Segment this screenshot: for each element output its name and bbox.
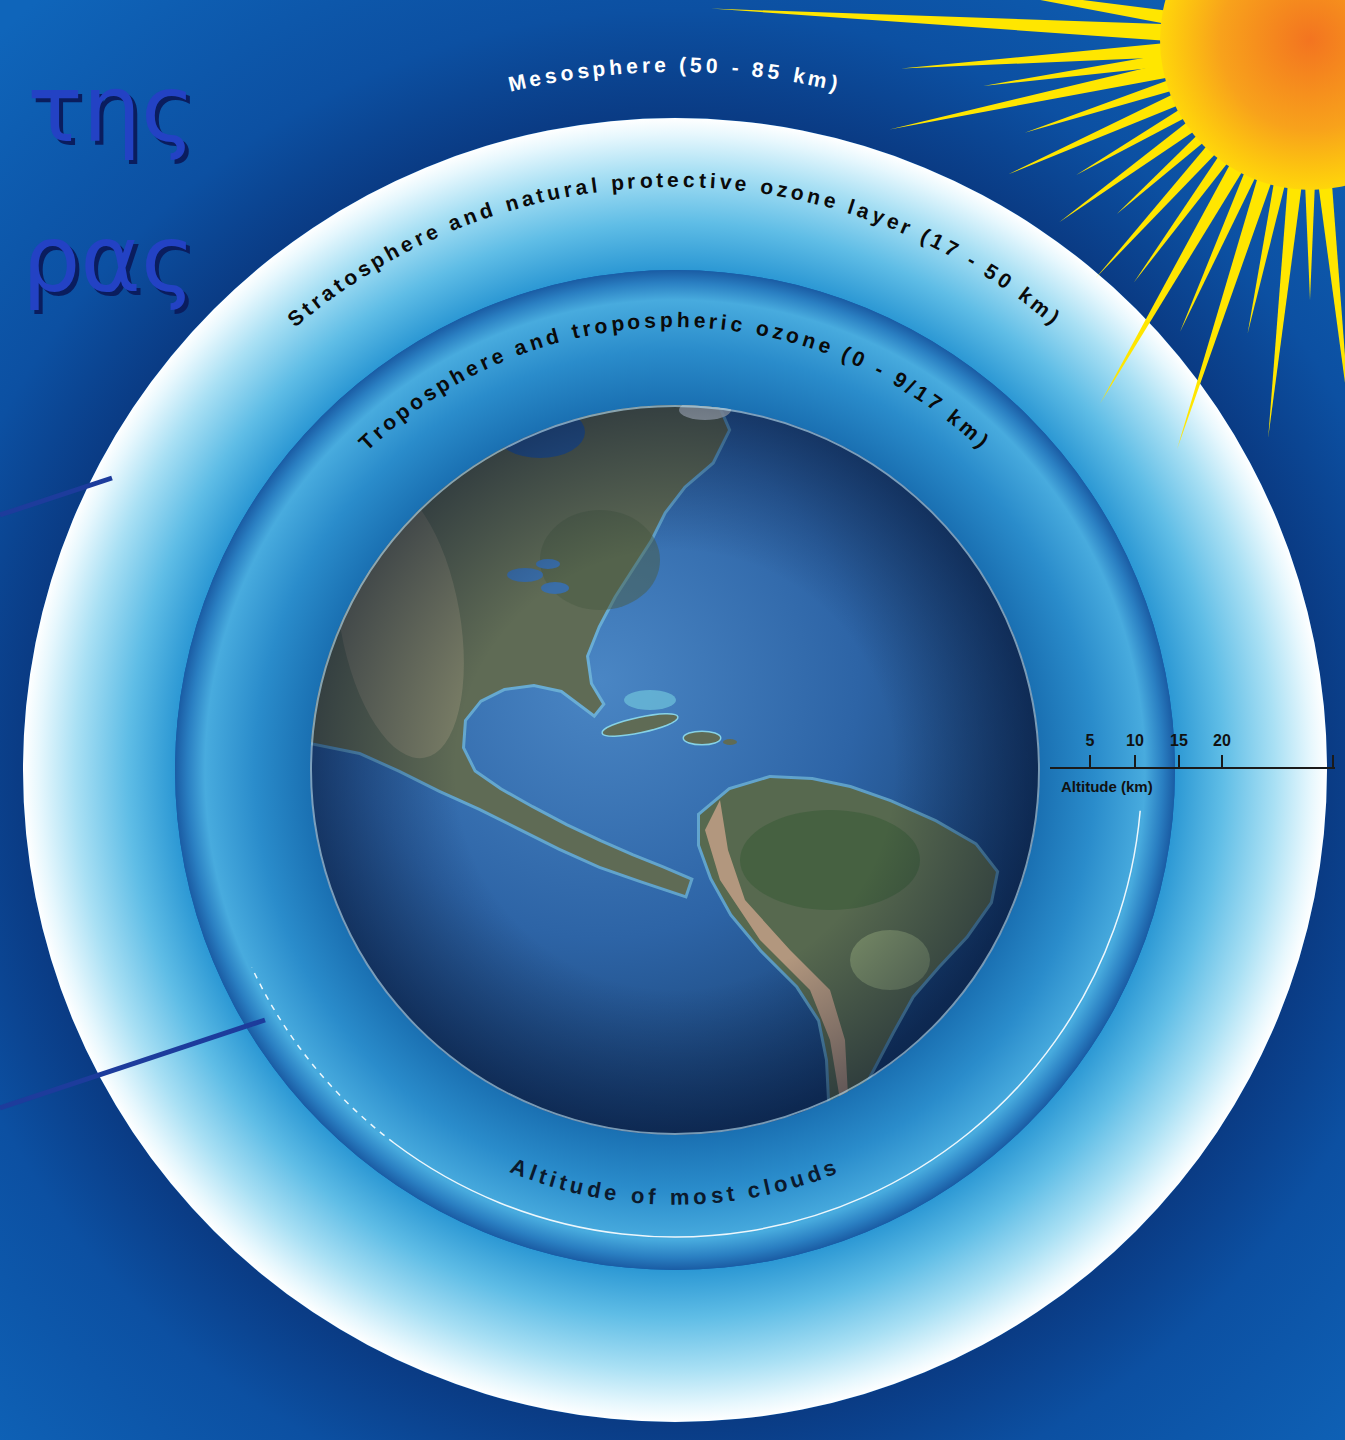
leader-line bbox=[0, 478, 112, 515]
scale-caption: Altitude (km) bbox=[1061, 778, 1153, 796]
scale-number: 10 bbox=[1126, 731, 1144, 750]
cloud-line-dashed bbox=[252, 967, 394, 1143]
glyph: o bbox=[639, 168, 657, 194]
glyph: e bbox=[667, 167, 683, 192]
band-label: Troposphere and tropospheric ozone (0 - … bbox=[329, 307, 1022, 459]
glyph: s bbox=[644, 308, 661, 334]
glyph: h bbox=[608, 54, 627, 80]
troposphere-band: Troposphere and tropospheric ozone (0 - … bbox=[175, 270, 1175, 1270]
glyph: f bbox=[648, 1184, 661, 1211]
glyph: v bbox=[718, 169, 736, 195]
glyph: h bbox=[676, 307, 693, 333]
glyph: p bbox=[609, 310, 629, 337]
glyph: - bbox=[730, 55, 743, 81]
glyph: o bbox=[692, 1183, 711, 1210]
ocean bbox=[310, 405, 1040, 1135]
glyph: e bbox=[654, 52, 670, 77]
title: της ρας bbox=[22, 35, 195, 335]
glyph: c bbox=[729, 311, 748, 338]
scale-tick bbox=[1178, 755, 1180, 768]
glyph: 5 bbox=[766, 59, 785, 86]
glyph: r bbox=[627, 168, 641, 194]
leader-line bbox=[0, 1020, 265, 1108]
glyph: e bbox=[693, 308, 710, 334]
scale-number: 5 bbox=[1086, 731, 1095, 750]
earth bbox=[290, 400, 1040, 1135]
glyph: m bbox=[669, 1185, 693, 1212]
glyph: - bbox=[871, 356, 892, 383]
scale-tick bbox=[1134, 755, 1136, 768]
scale-tick bbox=[1332, 755, 1334, 768]
stratosphere-band: Stratosphere and natural protective ozon… bbox=[23, 118, 1327, 1422]
glyph: t bbox=[725, 1180, 740, 1208]
glyph: e bbox=[734, 171, 752, 198]
glyph: p bbox=[660, 307, 677, 332]
altitude-scale bbox=[1050, 755, 1335, 768]
glyph: r bbox=[641, 53, 654, 79]
stratosphere-band-fill bbox=[23, 118, 1327, 1422]
scale-tick bbox=[1221, 755, 1223, 768]
glyph: c bbox=[683, 167, 699, 193]
glyph: o bbox=[630, 1183, 650, 1211]
glyph: - bbox=[962, 247, 984, 274]
glyph: p bbox=[610, 169, 629, 196]
glyph: p bbox=[591, 55, 610, 82]
glyph: t bbox=[698, 168, 710, 194]
troposphere-band-fill bbox=[175, 270, 1175, 1270]
glyph: 5 bbox=[690, 53, 707, 79]
scale-axis bbox=[1050, 767, 1335, 769]
band-label: Mesosphere (50 - 85 km) bbox=[507, 52, 845, 97]
earth-shade bbox=[310, 405, 1040, 1135]
cloud-label: Altitude of most clouds bbox=[507, 1152, 845, 1211]
glyph: e bbox=[625, 53, 642, 79]
glyph: 0 bbox=[705, 53, 722, 79]
earth-limb bbox=[311, 406, 1039, 1134]
cloud-line bbox=[394, 811, 1140, 1237]
glyph bbox=[670, 52, 680, 77]
troposphere-band-shape bbox=[175, 270, 1175, 1270]
scale-number: 20 bbox=[1213, 731, 1231, 750]
glyph: o bbox=[626, 308, 645, 335]
scale-tick bbox=[1089, 755, 1091, 768]
glyph: e bbox=[603, 1179, 623, 1207]
glyph: t bbox=[656, 167, 668, 192]
scale-number: 15 bbox=[1170, 731, 1188, 750]
sun bbox=[1160, 0, 1345, 190]
glyph bbox=[659, 1185, 670, 1212]
glyph: ( bbox=[679, 52, 690, 77]
